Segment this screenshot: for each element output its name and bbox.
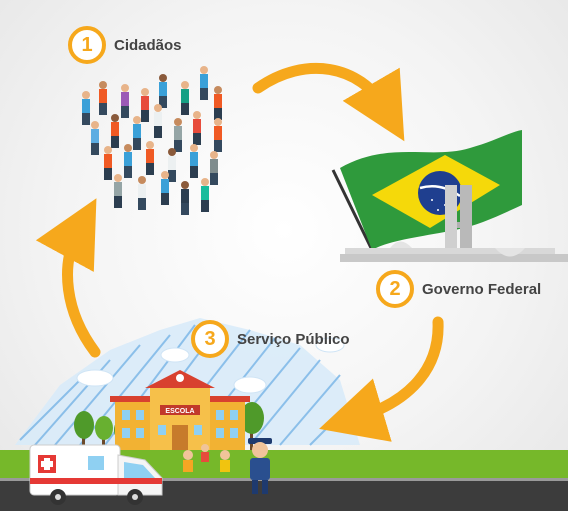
congress-building: [340, 185, 568, 262]
step-3-label: Serviço Público: [237, 330, 350, 348]
children: [183, 444, 230, 472]
step-1-number-badge: 1: [68, 26, 106, 64]
cycle-arrows: [35, 62, 444, 442]
step-2-number-badge: 2: [376, 270, 414, 308]
step-2-label: Governo Federal: [422, 280, 542, 298]
cloud: [76, 337, 345, 394]
step-1: 1 Cidadãos: [68, 26, 182, 64]
school-building: [110, 370, 250, 450]
step-1-label: Cidadãos: [114, 36, 182, 54]
step-3-number-badge: 3: [191, 320, 229, 358]
ambulance: [29, 444, 163, 505]
step-2: 2 Governo Federal: [376, 270, 541, 308]
arrow-citizens-to-government: [252, 62, 405, 142]
brazil-flag: [331, 130, 522, 251]
citizens-crowd: [82, 66, 222, 215]
step-3: 3 Serviço Público: [191, 320, 350, 358]
arrow-government-to-service: [319, 316, 444, 442]
police-officer: [248, 438, 272, 494]
school-sign: ESCOLA: [165, 408, 194, 415]
arrow-service-to-citizens: [35, 198, 101, 358]
